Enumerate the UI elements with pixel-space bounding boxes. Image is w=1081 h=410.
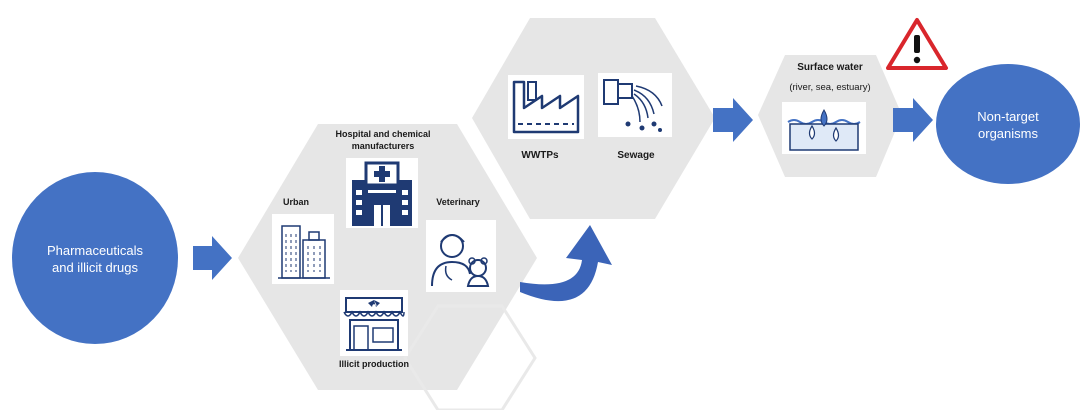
target-title: Non-target organisms [958,108,1058,142]
veterinarian-icon [426,220,496,292]
arrow-treatment-to-surface [713,98,753,142]
curved-arrow [520,225,612,302]
buildings-icon [272,214,334,284]
sources-hexagon [238,124,537,390]
urban-label: Urban [282,197,309,207]
hospital-icon [346,158,418,228]
outline-hexagon [403,304,537,410]
source-title: Pharmaceuticals and illicit drugs [40,242,150,276]
factory-icon [508,75,584,139]
cannabis-shop-icon [340,290,408,356]
surface-title: Surface water [797,62,863,73]
sewage-pipe-icon [598,73,672,137]
target-ellipse [936,64,1080,184]
source-title-line2: and illicit drugs [52,260,138,275]
warning-icon [886,18,948,70]
surface-subtitle: (river, sea, estuary) [789,82,871,93]
water-drops-icon [782,102,866,154]
arrow-source-to-sources [193,236,232,280]
sewage-label: Sewage [617,150,655,161]
hospital-label: Hospital and chemical manufacturers [318,128,448,152]
source-title-line1: Pharmaceuticals [46,243,144,258]
hospital-label-line1: Hospital and chemical [335,129,431,139]
treatment-hexagon [472,18,715,219]
target-title-line2: organisms [978,126,1038,141]
arrow-surface-to-target [893,98,933,142]
hospital-label-line2: manufacturers [351,141,415,151]
illicit-label: Illicit production [339,359,409,369]
wwtps-label: WWTPs [521,150,559,161]
veterinary-label: Veterinary [436,197,480,207]
source-ellipse [12,172,178,344]
target-title-line1: Non-target [977,109,1039,124]
